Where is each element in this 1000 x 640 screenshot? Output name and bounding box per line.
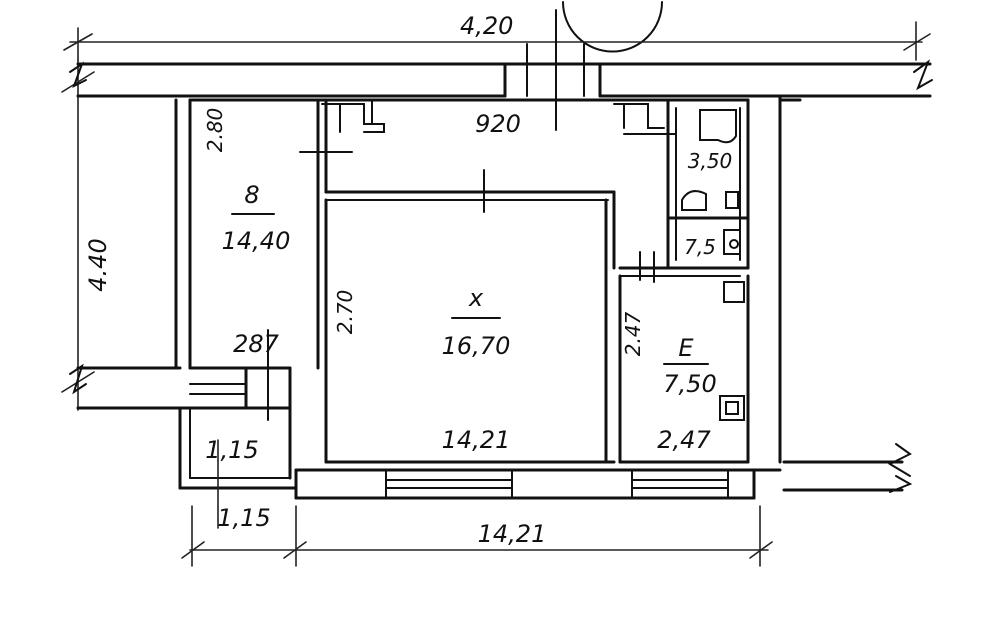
living-width: 14,21: [442, 426, 511, 454]
kitchen-letter: E: [678, 334, 694, 362]
wc-toilet-icon: [723, 229, 741, 255]
bathroom-block: [618, 98, 750, 277]
stove-icon: [719, 395, 745, 421]
bedroom-height: 2.80: [203, 108, 227, 153]
balcony-width: 1,15: [205, 436, 258, 464]
bottom-dimension-line: [181, 439, 773, 567]
wc-area: 7,5: [684, 235, 716, 259]
fridge-icon: [723, 281, 745, 303]
balcony: [178, 329, 298, 490]
corridor-width: 920: [475, 110, 521, 138]
left-dimension-line: [61, 59, 95, 411]
bedroom-width: 287: [233, 330, 280, 358]
bottom-main-width: 14,21: [478, 520, 547, 548]
bedroom-letter: 8: [244, 181, 259, 209]
living-height: 2.70: [333, 290, 357, 335]
bottom-left-width: 1,15: [217, 504, 270, 532]
living-letter: x: [468, 284, 484, 312]
exterior-bottom-wall: [294, 468, 782, 500]
bathtub-icon: [699, 109, 737, 144]
exterior-top-wall: [69, 9, 933, 131]
sink-icon: [681, 190, 707, 211]
living-area: 16,70: [442, 332, 511, 360]
exterior-left-wall: [69, 98, 192, 410]
kitchen-height: 2.47: [621, 311, 645, 356]
top-dimension-line: [63, 21, 931, 61]
exterior-right-wall: [778, 94, 913, 493]
kitchen-area: 7,50: [663, 370, 716, 398]
kitchen-window: [631, 469, 729, 499]
living-room-walls: [324, 198, 616, 464]
living-window: [385, 469, 513, 499]
bedroom-area: 14,40: [222, 227, 291, 255]
total-width-label: 4,20: [460, 12, 513, 40]
compass-icon: [562, 1, 663, 53]
kitchen-walls: [618, 251, 750, 464]
toilet-icon: [725, 191, 739, 209]
corridor-walls: [316, 98, 750, 464]
bathroom-area: 3,50: [688, 149, 733, 173]
total-height-label: 4.40: [84, 238, 112, 291]
kitchen-width: 2,47: [657, 426, 711, 454]
